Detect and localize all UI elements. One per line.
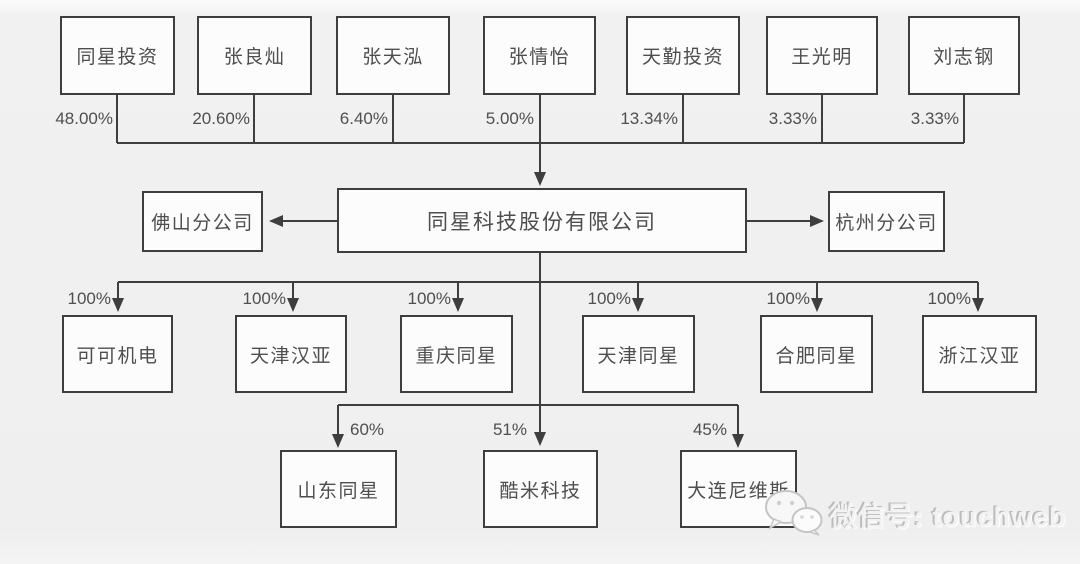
subsidiary-label: 天津汉亚 — [249, 345, 332, 367]
shareholder-box-zhang-liangcan: 张良灿 — [197, 16, 312, 95]
subsidiary-box-tianjin-hanya: 天津汉亚 — [235, 315, 347, 393]
shareholder-label: 同星投资 — [76, 47, 159, 68]
shareholder-label: 刘志钢 — [933, 47, 995, 68]
main-company-label: 同星科技股份有限公司 — [427, 210, 657, 234]
subsidiary-label: 重庆同星 — [415, 345, 498, 367]
shareholder-box-tongxing-investment: 同星投资 — [60, 16, 175, 95]
subsidiary-pct: 100% — [587, 289, 631, 308]
ownership-pct: 3.33% — [768, 109, 817, 128]
watermark: 微信号: touchweb — [764, 488, 1067, 541]
ownership-pct: 6.40% — [339, 109, 388, 128]
subsubsidiary-box-kumi-tech: 酷米科技 — [483, 450, 598, 528]
shareholder-label: 张天泓 — [362, 47, 424, 68]
branch-box-hangzhou: 杭州分公司 — [828, 191, 945, 252]
ownership-pct: 48.00% — [55, 109, 113, 128]
ownership-pct: 20.60% — [192, 109, 250, 128]
shareholder-box-zhang-tianhong: 张天泓 — [336, 16, 450, 95]
wechat-icon — [764, 488, 824, 541]
subsidiary-label: 浙江汉亚 — [938, 345, 1021, 367]
ownership-pct: 3.33% — [910, 109, 959, 128]
subsidiary-label: 可可机电 — [76, 345, 159, 367]
subsidiary-box-chongqing-tongxing: 重庆同星 — [400, 315, 513, 393]
subsubsidiary-box-shandong-tongxing: 山东同星 — [280, 450, 397, 528]
subsidiary-box-tianjin-tongxing: 天津同星 — [582, 315, 695, 393]
ownership-pct: 5.00% — [485, 109, 534, 128]
main-company-box: 同星科技股份有限公司 — [337, 188, 747, 253]
branch-label: 杭州分公司 — [835, 213, 938, 234]
subsidiary-box-hefei-tongxing: 合肥同星 — [760, 315, 873, 393]
subsubsidiary-pct: 51% — [492, 420, 527, 439]
subsidiary-pct: 100% — [242, 289, 286, 308]
shareholder-label: 张良灿 — [223, 47, 286, 68]
subsubsidiary-pct: 45% — [692, 420, 727, 439]
branch-label: 佛山分公司 — [151, 213, 254, 234]
shareholder-box-zhang-qingyi: 张情怡 — [483, 16, 596, 95]
shareholder-box-liu-zhigang: 刘志钢 — [908, 16, 1020, 95]
watermark-text: 微信号: touchweb — [830, 502, 1067, 532]
shareholder-label: 张情怡 — [508, 47, 571, 68]
subsidiary-pct: 100% — [766, 289, 810, 308]
subsidiary-pct: 100% — [407, 289, 451, 308]
subsidiary-pct: 100% — [927, 289, 971, 308]
subsubsidiary-label: 酷米科技 — [499, 480, 582, 502]
shareholder-label: 王光明 — [791, 47, 853, 68]
shareholder-label: 天勤投资 — [641, 47, 724, 68]
shareholder-box-tianqin-investment: 天勤投资 — [626, 16, 740, 95]
branch-box-foshan: 佛山分公司 — [142, 191, 263, 252]
subsidiary-pct: 100% — [67, 289, 111, 308]
subsubsidiary-label: 山东同星 — [297, 480, 380, 502]
ownership-pct: 13.34% — [620, 109, 678, 128]
subsidiary-label: 合肥同星 — [775, 345, 858, 367]
subsubsidiary-label: 大连尼维斯 — [687, 480, 790, 502]
subsubsidiary-pct: 60% — [350, 420, 385, 439]
shareholder-box-wang-guangming: 王光明 — [766, 16, 878, 95]
subsidiary-label: 天津同星 — [597, 345, 680, 367]
subsidiary-box-keke: 可可机电 — [62, 315, 173, 393]
subsidiary-box-zhejiang-hanya: 浙江汉亚 — [922, 315, 1037, 393]
